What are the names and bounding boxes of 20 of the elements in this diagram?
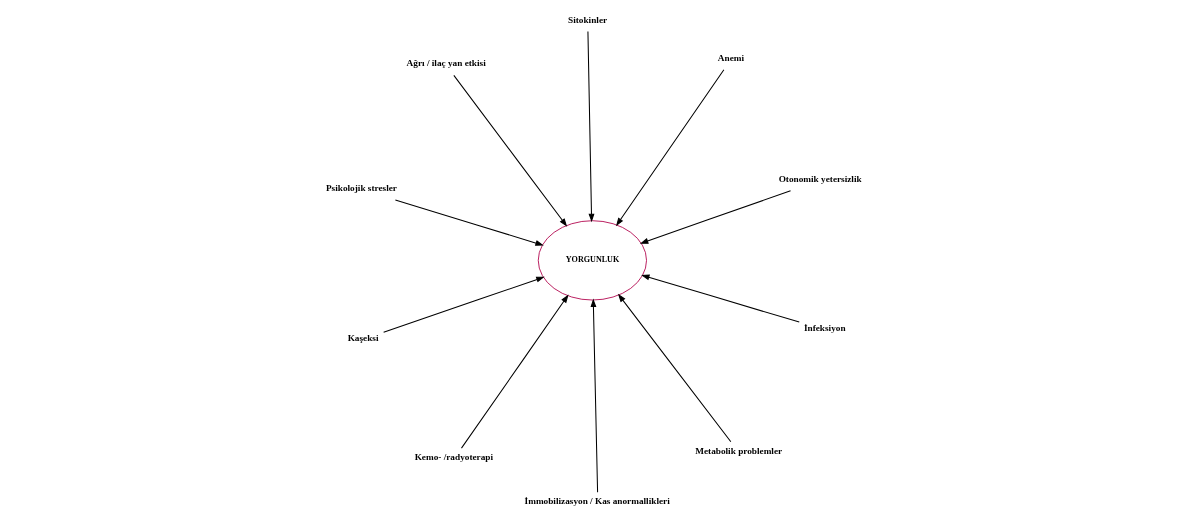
arrow [615,69,725,227]
arrow [639,190,792,244]
node-text: Psikolojik stresler [325,183,397,194]
node-text: Ağrı / ilaç yan etkisi [406,58,486,69]
node-text: Kemo- /radyoterapi [414,452,494,463]
arrow [641,274,800,323]
arrow [453,74,568,227]
node-text: İnfeksiyon [803,323,846,334]
node-text: Metabolik problemler [695,445,783,456]
arrow [587,31,595,223]
arrow [383,276,545,333]
arrow [617,293,732,443]
node-text: İmmobilizasyon / Kas anormallikleri [524,496,670,507]
node-text: Anemi [717,52,745,63]
node-text: Sitokinler [568,14,608,25]
arrow [394,199,544,246]
node-text: Otonomik yetersizlik [778,173,862,184]
node-text: Kaşeksi [347,332,379,343]
arrow [590,298,599,493]
arrow [460,294,569,449]
